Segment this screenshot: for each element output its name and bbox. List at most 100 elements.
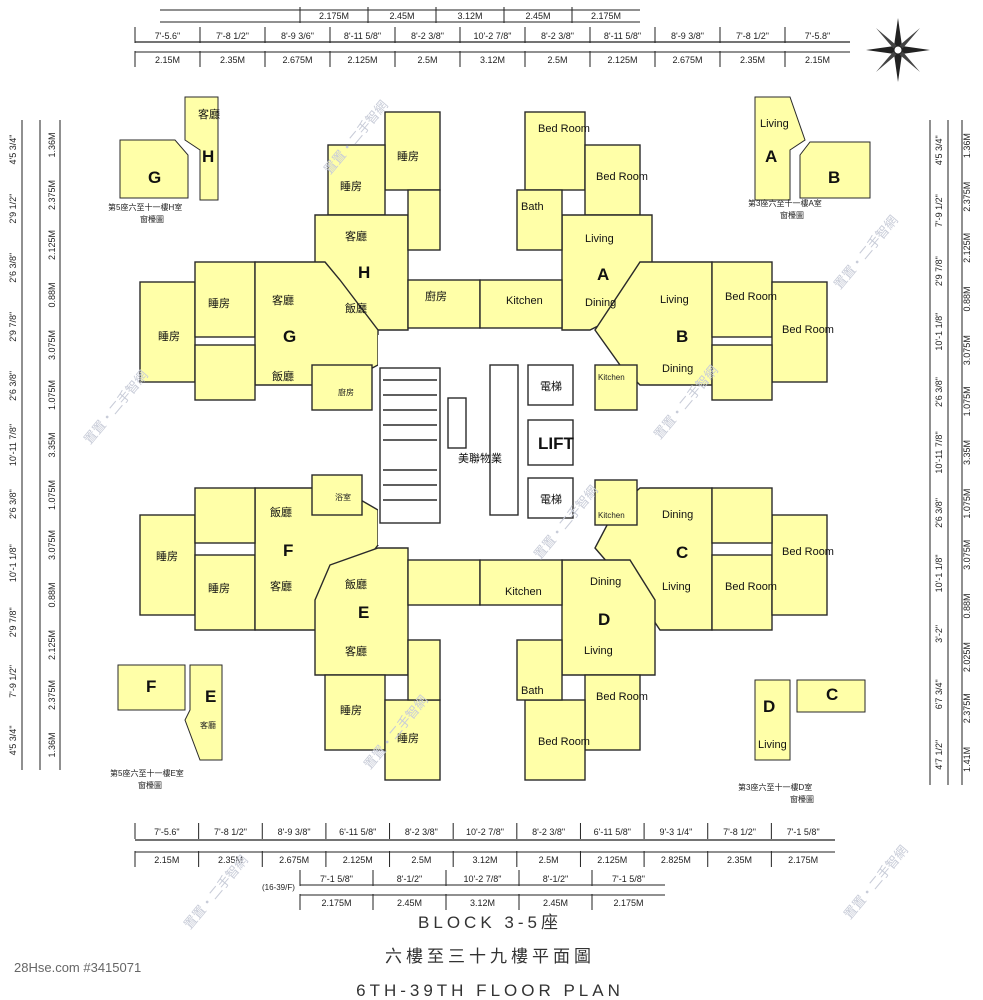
dimension-label: 2.375M xyxy=(47,180,57,210)
dimension-label: 2'6 3/8" xyxy=(8,253,18,283)
dimension-label: 2'6 3/8" xyxy=(934,498,944,528)
inset-dc-caption2: 窗檯圖 xyxy=(790,794,814,804)
dimension-label: 8'-11 5/8" xyxy=(344,31,381,41)
building-core xyxy=(378,335,593,545)
plan-title: BLOCK 3-5座 六樓至三十九樓平面圖 6TH-39TH FLOOR PLA… xyxy=(356,913,620,1000)
inset-dc-living: Living xyxy=(758,739,787,751)
dimension-label: 2.375M xyxy=(962,693,972,723)
inset-fe-f: F xyxy=(146,677,156,696)
dimension-label: 2'9 7/8" xyxy=(8,607,18,637)
room-label: 廚房 xyxy=(338,387,354,397)
dimension-label: 3.35M xyxy=(962,440,972,465)
dimension-label: 2.125M xyxy=(607,55,637,65)
dimension-label: 8'-9 3/6" xyxy=(281,31,314,41)
inset-ab-a: A xyxy=(765,147,777,166)
dimension-label: 2.825M xyxy=(661,855,691,865)
inset-gh: 客廳 G H 第5座六至十一樓H室 窗檯圖 xyxy=(108,96,220,224)
dimension-label: 2'6 3/8" xyxy=(934,377,944,407)
dimension-label: 2.175M xyxy=(591,11,621,21)
source-credit: 28Hse.com #3415071 xyxy=(14,960,142,975)
dimension-label: 10'-1 1/8" xyxy=(934,313,944,351)
dimension-label: 6'-11 5/8" xyxy=(339,827,376,837)
watermark-text: 置置・二手智網 xyxy=(842,843,912,922)
unit-label-c: C xyxy=(676,543,688,562)
inset-dc-c: C xyxy=(826,685,838,704)
dimension-label: 2.15M xyxy=(805,55,830,65)
watermark-text: 置置・二手智網 xyxy=(82,368,152,447)
inset-gh-living: 客廳 xyxy=(198,107,220,121)
dimension-label: 0.88M xyxy=(47,282,57,307)
dimension-label: 7'-1 5/8" xyxy=(320,874,353,884)
unit-e xyxy=(314,547,481,781)
room-label: 睡房 xyxy=(397,150,419,163)
bottom-note: (16-39/F) xyxy=(262,883,295,892)
room-label: Kitchen xyxy=(598,511,625,520)
dimension-label: 7'-9 1/2" xyxy=(8,665,18,698)
dimension-label: 2.35M xyxy=(220,55,245,65)
unit-g xyxy=(139,261,379,411)
unit-label-b: B xyxy=(676,327,688,346)
room-label: Kitchen xyxy=(505,586,542,598)
room-label: 客廳 xyxy=(272,293,294,307)
dimension-label: 2.125M xyxy=(47,630,57,660)
dimension-label: 9'-3 1/4" xyxy=(659,827,692,837)
dimension-label: 8'-2 3/8" xyxy=(541,31,574,41)
dimension-label: 2.175M xyxy=(788,855,818,865)
dimension-label: 2.675M xyxy=(672,55,702,65)
room-label: Bed Room xyxy=(725,581,777,593)
dimension-label: 2.35M xyxy=(218,855,243,865)
room-label: 浴室 xyxy=(335,492,351,502)
room-label: 廚房 xyxy=(425,289,447,303)
dimension-label: 1.075M xyxy=(962,386,972,416)
room-label: Living xyxy=(660,294,689,306)
room-label: 飯廳 xyxy=(270,505,292,519)
dimension-label: 7'-5.8" xyxy=(805,31,830,41)
dimension-label: 2'9 7/8" xyxy=(934,256,944,286)
dimension-label: 2.5M xyxy=(417,55,437,65)
unit-h xyxy=(314,111,481,331)
left-dimension-strip: 4'5 3/4"2'9 1/2"2'6 3/8"2'9 7/8"2'6 3/8"… xyxy=(8,120,61,770)
dimension-label: 6'-11 5/8" xyxy=(594,827,631,837)
dimension-label: 3.075M xyxy=(962,335,972,365)
main-plan xyxy=(139,111,828,781)
room-label: Kitchen xyxy=(598,373,625,382)
room-label: Bed Room xyxy=(538,736,590,748)
unit-label-e: E xyxy=(358,603,369,622)
dimension-label: 3.12M xyxy=(470,898,495,908)
dimension-label: 1.36M xyxy=(47,132,57,157)
dimension-label: 1.075M xyxy=(47,480,57,510)
dimension-label: 10'-2 7/8" xyxy=(474,31,512,41)
inset-ab-living: Living xyxy=(760,118,789,130)
dimension-label: 2.125M xyxy=(962,233,972,263)
dimension-label: 10'-11 7/8" xyxy=(8,424,18,466)
right-dimension-strip: 4'5 3/4"7'-9 1/2"2'9 7/8"10'-1 1/8"2'6 3… xyxy=(929,120,972,785)
dimension-label: 8'-9 3/8" xyxy=(671,31,704,41)
dimension-label: 2.45M xyxy=(543,898,568,908)
room-label: 睡房 xyxy=(158,330,180,343)
unit-label-g: G xyxy=(283,327,296,346)
room-label: 客廳 xyxy=(270,579,292,593)
dimension-label: 7'-8 1/2" xyxy=(723,827,756,837)
dimension-label: 2.5M xyxy=(411,855,431,865)
dimension-label: 0.88M xyxy=(962,593,972,618)
inset-ab: Living A B 第3座六至十一樓A室 窗檯圖 xyxy=(748,96,871,220)
inset-gh-h: H xyxy=(202,147,214,166)
dimension-label: 2.5M xyxy=(547,55,567,65)
room-label: 睡房 xyxy=(208,297,230,310)
compass-icon xyxy=(866,18,930,82)
dimension-label: 7'-9 1/2" xyxy=(934,194,944,227)
dimension-label: 8'-9 3/8" xyxy=(278,827,311,837)
dimension-label: 6'7 3/4" xyxy=(934,679,944,709)
inset-fe-e: E xyxy=(205,687,216,706)
inset-fe-caption2: 窗檯圖 xyxy=(138,780,162,790)
room-label: Bath xyxy=(521,685,544,697)
dimension-label: 2.175M xyxy=(613,898,643,908)
dimension-label: 10'-1 1/8" xyxy=(8,544,18,582)
dimension-label: 2.45M xyxy=(389,11,414,21)
room-label: Living xyxy=(584,645,613,657)
dimension-label: 3.075M xyxy=(47,330,57,360)
dimension-label: 2.125M xyxy=(47,230,57,260)
inset-gh-g: G xyxy=(148,168,161,187)
